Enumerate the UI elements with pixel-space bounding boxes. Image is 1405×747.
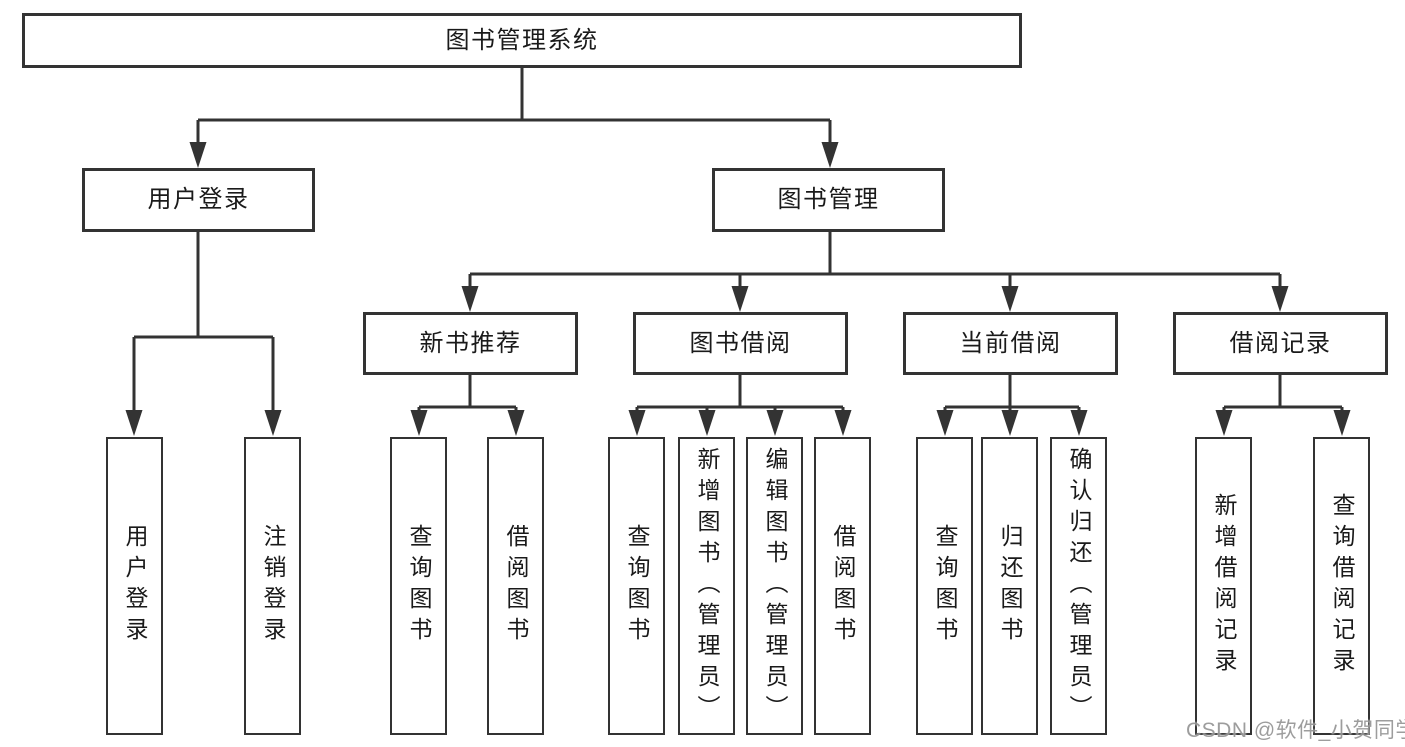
node-label: 查询借阅记录 <box>1329 493 1355 679</box>
leaf-add-borrow-record: 新增借阅记录 <box>1195 437 1252 735</box>
leaf-logout: 注销登录 <box>244 437 301 735</box>
node-label: 新增图书（管理员） <box>694 446 720 726</box>
leaf-query-book-recommend: 查询图书 <box>390 437 447 735</box>
leaf-query-book-borrow: 查询图书 <box>608 437 665 735</box>
node-label: 用户登录 <box>122 524 148 648</box>
node-label: 查询图书 <box>406 524 432 648</box>
node-label: 当前借阅 <box>959 329 1062 357</box>
node-new-book-recommend: 新书推荐 <box>363 312 578 375</box>
node-user-login: 用户登录 <box>82 168 315 232</box>
node-label: 图书管理系统 <box>445 26 599 54</box>
leaf-borrow-book-recommend: 借阅图书 <box>487 437 544 735</box>
node-label: 编辑图书（管理员） <box>762 446 788 726</box>
node-label: 借阅图书 <box>503 524 529 648</box>
node-label: 图书借阅 <box>689 329 792 357</box>
leaf-user-login: 用户登录 <box>106 437 163 735</box>
node-label: 归还图书 <box>997 524 1023 648</box>
node-label: 新书推荐 <box>419 329 522 357</box>
csdn-watermark: CSDN @软件_小贺同学 <box>1186 719 1405 742</box>
node-book-management: 图书管理 <box>712 168 945 232</box>
node-label: 注销登录 <box>260 524 286 648</box>
leaf-query-book-current: 查询图书 <box>916 437 973 735</box>
node-label: 用户登录 <box>147 186 250 213</box>
node-label: 查询图书 <box>624 524 650 648</box>
leaf-query-borrow-record: 查询借阅记录 <box>1313 437 1370 735</box>
node-label: 图书管理 <box>777 186 880 213</box>
node-book-borrow: 图书借阅 <box>633 312 848 375</box>
leaf-add-book-admin: 新增图书（管理员） <box>678 437 735 735</box>
leaf-return-book: 归还图书 <box>981 437 1038 735</box>
node-current-borrow: 当前借阅 <box>903 312 1118 375</box>
node-label: 查询图书 <box>932 524 958 648</box>
node-borrow-records: 借阅记录 <box>1173 312 1388 375</box>
leaf-edit-book-admin: 编辑图书（管理员） <box>746 437 803 735</box>
leaf-confirm-return-admin: 确认归还（管理员） <box>1050 437 1107 735</box>
node-label: 新增借阅记录 <box>1211 493 1237 679</box>
node-label: 确认归还（管理员） <box>1066 446 1092 726</box>
leaf-borrow-book: 借阅图书 <box>814 437 871 735</box>
arrowheads <box>125 142 1351 436</box>
node-label: 借阅记录 <box>1229 329 1332 357</box>
node-library-management-system: 图书管理系统 <box>22 13 1022 68</box>
node-label: 借阅图书 <box>830 524 856 648</box>
